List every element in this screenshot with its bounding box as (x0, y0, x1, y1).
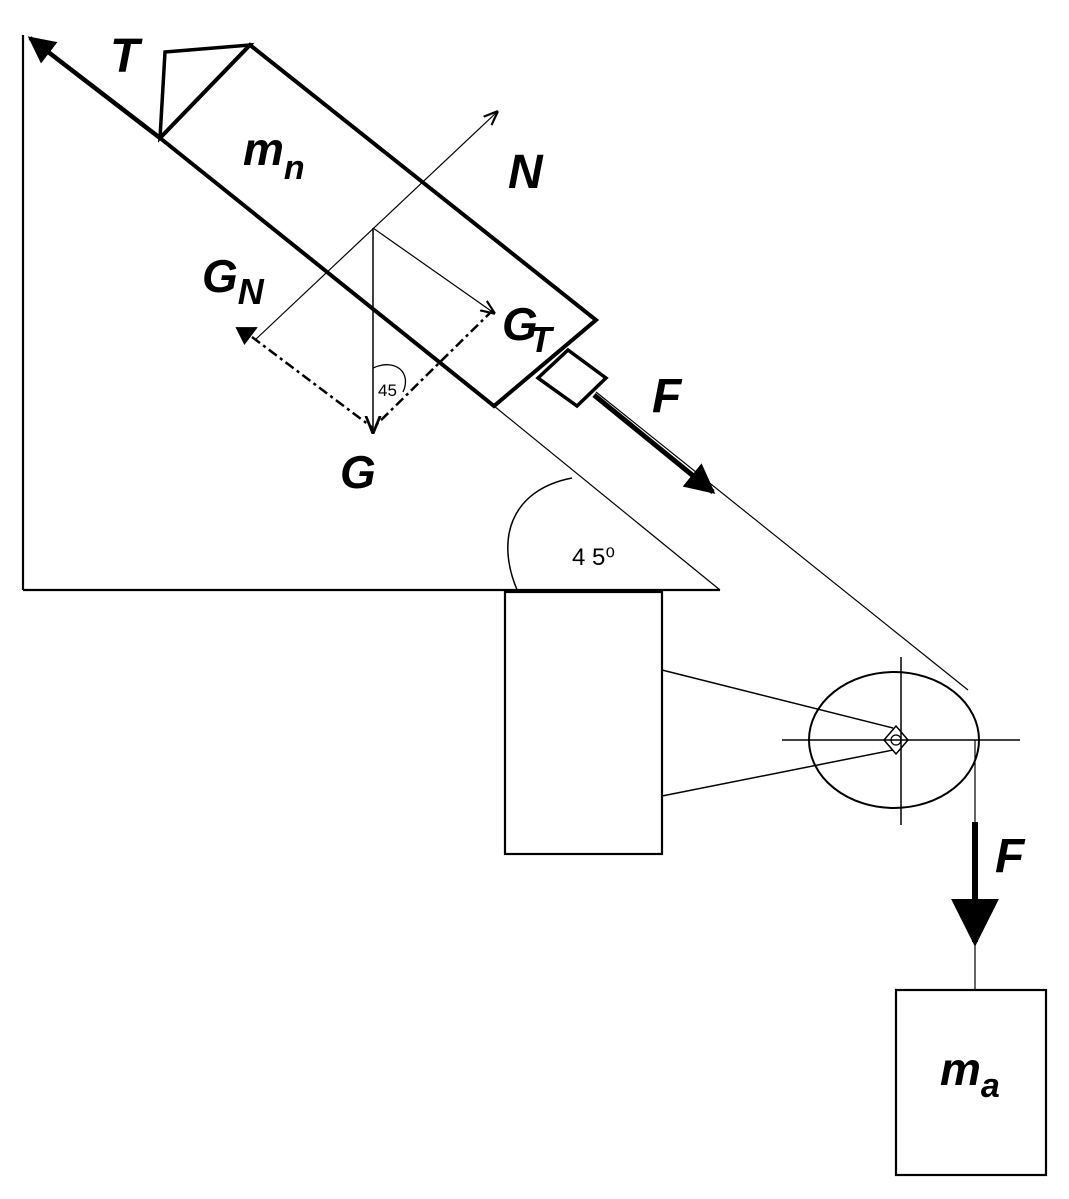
gravity-tangent-label-main: G (502, 298, 538, 350)
pulley-axle (883, 724, 909, 756)
dashed-edge-right (372, 309, 494, 429)
small-angle-arc (372, 364, 407, 393)
normal-force-arrow (254, 112, 497, 341)
gravity-tangent-arrow (372, 227, 494, 313)
vertical-force-label: F (995, 830, 1026, 883)
hanging-mass-label: ma (940, 1043, 1000, 1105)
block-mass-label-sub: n (284, 149, 305, 187)
gravity-normal-label-sub: N (238, 271, 265, 312)
incline-angle-label: 4 5⁰ (572, 544, 615, 571)
gravity-normal-label-main: G (202, 250, 238, 302)
rope (595, 391, 976, 990)
pulley-bracket (661, 669, 894, 797)
gravity-normal-label: GN (202, 250, 265, 312)
incline-block-top-tab (157, 42, 255, 143)
rope-incline-segment (595, 391, 969, 691)
tension-arrow (27, 36, 162, 140)
incline-angle-arc (507, 477, 573, 593)
incline-support (21, 35, 721, 856)
small-angle-label: 45 (378, 381, 397, 400)
gravity-normal-dashed (235, 326, 258, 345)
block-mass-label-main: m (243, 123, 284, 175)
incline-slope-lower (493, 405, 721, 591)
incline-block-connector (535, 347, 609, 409)
bracket-arm-lower (661, 749, 894, 797)
gravity-label: G (340, 446, 376, 498)
dashed-edge-left (251, 336, 374, 429)
hanging-mass-label-main: m (940, 1043, 981, 1095)
incline-force-label: F (652, 370, 683, 423)
pulley (782, 657, 1020, 825)
hanging-mass-label-sub: a (981, 1067, 1000, 1105)
block-mass-label: mn (243, 123, 305, 187)
support-post (503, 590, 664, 856)
incline-force-arrow (592, 393, 716, 494)
hanging-mass (894, 988, 1048, 1177)
normal-label: N (508, 146, 544, 199)
gravity-tangent-label-sub: T (530, 319, 555, 360)
incline-block (157, 42, 609, 409)
tension-label: T (110, 30, 143, 83)
bracket-arm-upper (661, 669, 894, 729)
gravity-tangent-label: GT (502, 298, 555, 360)
gravity-components-dashed (235, 309, 494, 429)
pulley-axle-inner (890, 734, 902, 746)
